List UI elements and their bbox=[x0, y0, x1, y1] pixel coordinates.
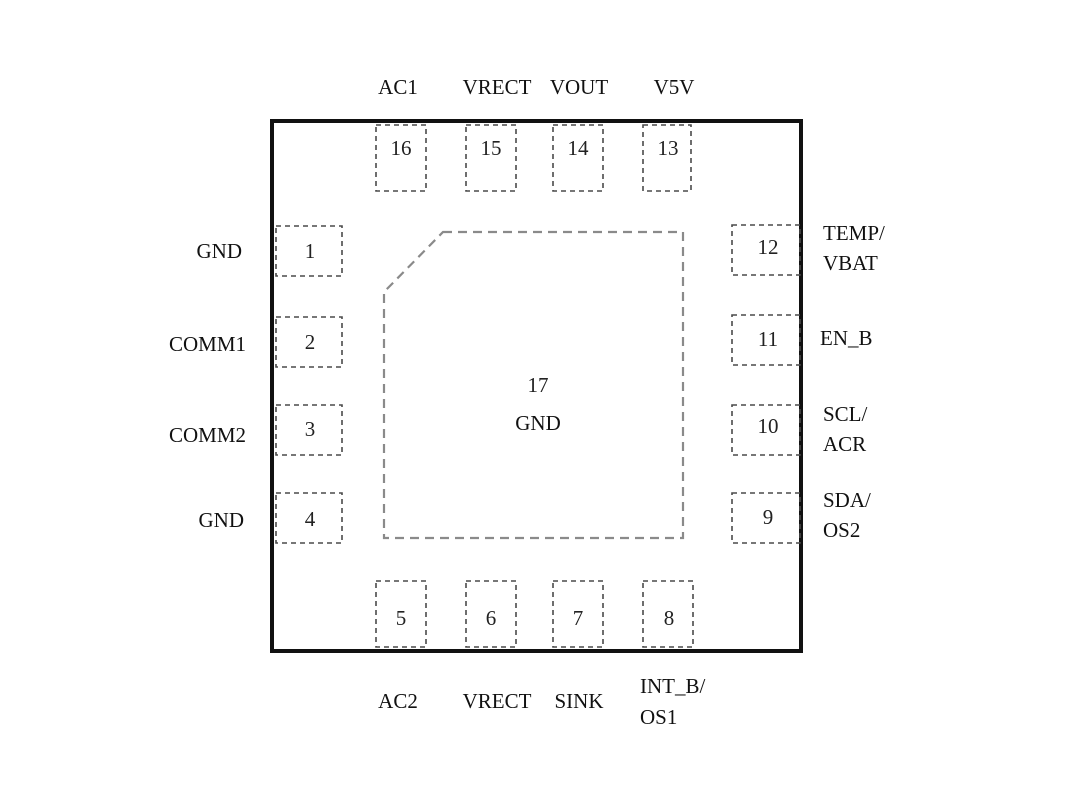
pin-number: 9 bbox=[763, 505, 774, 529]
pin-number: 14 bbox=[568, 136, 590, 160]
pin-name: COMM1 bbox=[169, 332, 246, 356]
pin-name: V5V bbox=[654, 75, 695, 99]
pin-name: VRECT bbox=[463, 689, 532, 713]
pin-number: 1 bbox=[305, 239, 316, 263]
pin-box bbox=[552, 580, 604, 648]
pin-box bbox=[275, 492, 343, 544]
pin-4: 4 GND bbox=[199, 492, 343, 544]
pin-box bbox=[642, 124, 692, 192]
pin-box bbox=[552, 124, 604, 192]
pin-name: SDA/ bbox=[823, 488, 871, 512]
pin-11: 11 EN_B bbox=[731, 314, 873, 366]
pin-number: 6 bbox=[486, 606, 497, 630]
pin-name: SINK bbox=[554, 689, 603, 713]
pin-name: GND bbox=[199, 508, 245, 532]
thermal-pad-number: 17 bbox=[528, 373, 549, 397]
pin-9: 9 SDA/OS2 bbox=[731, 488, 871, 544]
pin-name: AC1 bbox=[378, 75, 418, 99]
pin-number: 11 bbox=[758, 327, 778, 351]
pin-number: 5 bbox=[396, 606, 407, 630]
pin-name: COMM2 bbox=[169, 423, 246, 447]
pin-box bbox=[731, 314, 801, 366]
pins-layer: 1GND2COMM13COMM24GND5AC26VRECT7SINK8INT_… bbox=[169, 75, 885, 729]
pin-name: AC2 bbox=[378, 689, 418, 713]
pin-10: 10 SCL/ACR bbox=[731, 402, 868, 456]
pin-name: VBAT bbox=[823, 251, 878, 275]
pin-number: 13 bbox=[658, 136, 679, 160]
pin-box bbox=[465, 580, 517, 648]
pin-name: OS1 bbox=[640, 705, 677, 729]
pin-3: 3 COMM2 bbox=[169, 404, 343, 456]
pin-box bbox=[731, 492, 801, 544]
pin-box bbox=[375, 580, 427, 648]
pin-number: 12 bbox=[758, 235, 779, 259]
pin-box bbox=[275, 225, 343, 277]
pin-name: VRECT bbox=[463, 75, 532, 99]
pin-box bbox=[275, 404, 343, 456]
pin-box bbox=[465, 124, 517, 192]
pin-name: EN_B bbox=[820, 326, 873, 350]
pin-number: 10 bbox=[758, 414, 779, 438]
pin-box bbox=[731, 404, 801, 456]
pin-number: 16 bbox=[391, 136, 412, 160]
thermal-pad-outline bbox=[382, 230, 685, 540]
pin-name: GND bbox=[197, 239, 243, 263]
pin-name: SCL/ bbox=[823, 402, 868, 426]
pin-13: 13 V5V bbox=[642, 75, 695, 192]
pin-number: 8 bbox=[664, 606, 675, 630]
pin-box bbox=[731, 224, 801, 276]
pin-number: 4 bbox=[305, 507, 316, 531]
pin-2: 2 COMM1 bbox=[169, 316, 343, 368]
pin-14: 14 VOUT bbox=[550, 75, 608, 192]
pin-box bbox=[375, 124, 427, 192]
package-outline bbox=[270, 119, 803, 653]
pin-name: OS2 bbox=[823, 518, 860, 542]
thermal-pad-name: GND bbox=[515, 411, 561, 435]
pin-name: TEMP/ bbox=[823, 221, 885, 245]
pin-16: 16 AC1 bbox=[375, 75, 427, 192]
pin-15: 15 VRECT bbox=[463, 75, 532, 192]
pin-box bbox=[642, 580, 694, 648]
pin-number: 2 bbox=[305, 330, 316, 354]
pin-box bbox=[275, 316, 343, 368]
pin-name: ACR bbox=[823, 432, 866, 456]
pin-number: 15 bbox=[481, 136, 502, 160]
pin-12: 12 TEMP/VBAT bbox=[731, 221, 885, 276]
pin-name: INT_B/ bbox=[640, 674, 705, 698]
pin-number: 3 bbox=[305, 417, 316, 441]
pin-1: 1 GND bbox=[197, 225, 343, 277]
pin-name: VOUT bbox=[550, 75, 608, 99]
pin-number: 7 bbox=[573, 606, 584, 630]
